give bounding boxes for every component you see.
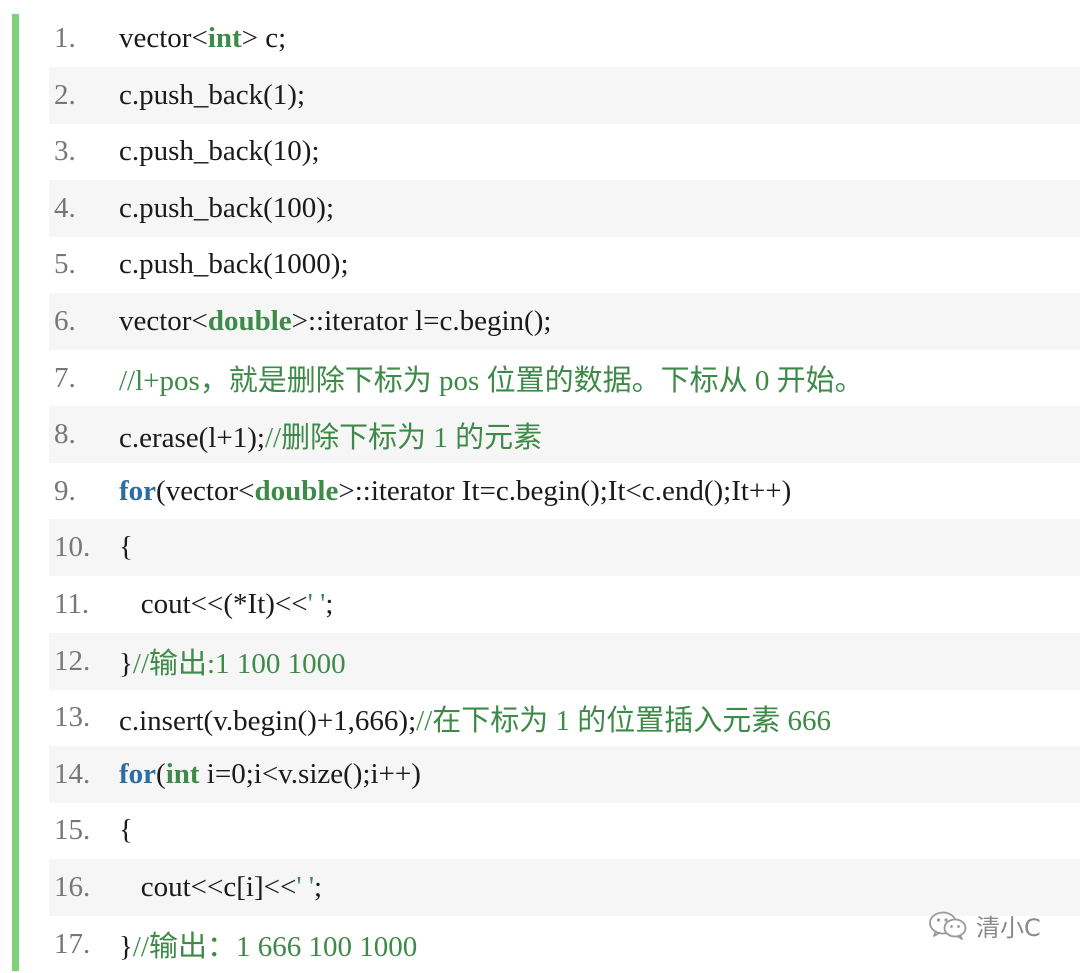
line-code: c.push_back(1000);	[119, 248, 349, 281]
code-text: vector<	[119, 305, 208, 337]
line-code: for(int i=0;i<v.size();i++)	[119, 758, 421, 791]
code-line: 14. for(int i=0;i<v.size();i++)	[49, 745, 1080, 803]
line-number: 16.	[54, 871, 91, 903]
line-code: cout<<(*It)<<' ';	[119, 588, 334, 621]
line-code: }//输出:1 100 1000	[119, 640, 346, 682]
code-comment: //输出:1 100 1000	[132, 648, 346, 681]
code-comment: //在下标为 1 的位置插入元素 666	[416, 704, 832, 737]
line-code: for(vector<double>::iterator It=c.begin(…	[119, 475, 791, 508]
type-keyword: int	[207, 22, 242, 54]
line-number: 3.	[54, 135, 76, 168]
code-text: c.push_back(100);	[119, 191, 335, 224]
code-line: 3. c.push_back(10);	[49, 123, 1080, 180]
code-text: }	[119, 648, 133, 681]
code-block-accent-bar	[12, 14, 19, 971]
code-text: c.push_back(10);	[119, 135, 320, 168]
code-text: i=0;i<v.size();i++)	[199, 757, 421, 790]
code-line: 2. c.push_back(1);	[49, 66, 1080, 124]
code-line: 1. vector<int> c;	[49, 10, 1080, 67]
code-line: 12.}//输出:1 100 1000	[49, 632, 1080, 690]
line-number: 7.	[54, 361, 76, 394]
code-line: 8. c.erase(l+1);//删除下标为 1 的元素	[49, 406, 1080, 464]
code-line: 17.}//输出：1 666 100 1000	[49, 916, 1080, 973]
line-number: 2.	[54, 78, 76, 111]
line-number: 6.	[54, 305, 76, 337]
line-code: vector<double>::iterator l=c.begin();	[119, 305, 551, 338]
wechat-icon	[928, 910, 968, 940]
code-text: c.insert(v.begin()+1,666);	[119, 704, 417, 737]
line-number: 1.	[54, 22, 76, 54]
line-number: 17.	[54, 927, 91, 960]
code-text: >::iterator It=c.begin();It<c.end();It++…	[338, 474, 792, 507]
type-keyword: double	[254, 474, 339, 507]
code-line: 13. c.insert(v.begin()+1,666);//在下标为 1 的位…	[49, 689, 1080, 746]
code-text: {	[119, 531, 133, 564]
control-keyword: for	[119, 757, 157, 790]
code-text: >::iterator l=c.begin();	[291, 305, 552, 337]
code-line: 11. cout<<(*It)<<' ';	[49, 576, 1080, 633]
code-line: 15. {	[49, 802, 1080, 859]
line-number: 13.	[54, 701, 91, 734]
line-code: vector<int> c;	[119, 22, 286, 55]
code-text: (	[156, 757, 166, 790]
line-code: cout<<c[i]<<' ';	[119, 871, 322, 904]
code-text: ;	[325, 588, 334, 620]
line-number: 14.	[54, 757, 91, 790]
line-number: 10.	[54, 531, 91, 564]
type-keyword: int	[165, 757, 200, 790]
code-line: 6. vector<double>::iterator l=c.begin();	[49, 293, 1080, 350]
code-comment: //l+pos，就是删除下标为 pos 位置的数据。下标从 0 开始。	[119, 365, 864, 398]
line-code: //l+pos，就是删除下标为 pos 位置的数据。下标从 0 开始。	[119, 357, 864, 399]
code-text: c.erase(l+1);	[119, 421, 265, 454]
watermark-text: 清小C	[976, 913, 1041, 942]
code-text: {	[119, 814, 133, 847]
code-line: 5. c.push_back(1000);	[49, 236, 1080, 293]
code-text: ;	[314, 871, 323, 903]
type-keyword: double	[207, 305, 292, 337]
line-code: c.erase(l+1);//删除下标为 1 的元素	[119, 414, 542, 456]
line-number: 5.	[54, 248, 76, 281]
code-comment: //输出：1 666 100 1000	[132, 931, 418, 964]
line-code: c.push_back(100);	[119, 192, 334, 225]
watermark: 清小C	[928, 905, 1041, 945]
code-line: 7. //l+pos，就是删除下标为 pos 位置的数据。下标从 0 开始。	[49, 350, 1080, 407]
code-text: c.push_back(1);	[119, 78, 306, 111]
code-line: 10. {	[49, 519, 1080, 577]
code-text: c.push_back(1000);	[119, 248, 349, 281]
string-literal: ' '	[296, 871, 315, 903]
code-text: (vector<	[156, 474, 255, 507]
control-keyword: for	[119, 474, 157, 507]
code-text: vector<	[119, 22, 208, 54]
code-line: 4. c.push_back(100);	[49, 179, 1080, 237]
line-number: 9.	[54, 474, 76, 507]
line-number: 15.	[54, 814, 91, 847]
line-code: c.insert(v.begin()+1,666);//在下标为 1 的位置插入…	[119, 697, 831, 739]
line-code: c.push_back(1);	[119, 79, 305, 112]
string-literal: ' '	[307, 588, 326, 620]
line-number: 11.	[54, 588, 90, 620]
code-text: }	[119, 931, 133, 964]
code-text: cout<<(*It)<<	[119, 588, 308, 620]
line-code: {	[119, 531, 133, 564]
line-number: 8.	[54, 418, 76, 451]
line-code: c.push_back(10);	[119, 135, 320, 168]
code-comment: //删除下标为 1 的元素	[264, 421, 543, 454]
line-number: 4.	[54, 191, 76, 224]
line-code: {	[119, 814, 133, 847]
code-line: 16. cout<<c[i]<<' ';	[49, 859, 1080, 916]
line-number: 12.	[54, 644, 91, 677]
code-text: cout<<c[i]<<	[119, 871, 297, 903]
code-line: 9. for(vector<double>::iterator It=c.begi…	[49, 463, 1080, 520]
line-code: }//输出：1 666 100 1000	[119, 923, 417, 965]
code-text: > c;	[241, 22, 287, 54]
